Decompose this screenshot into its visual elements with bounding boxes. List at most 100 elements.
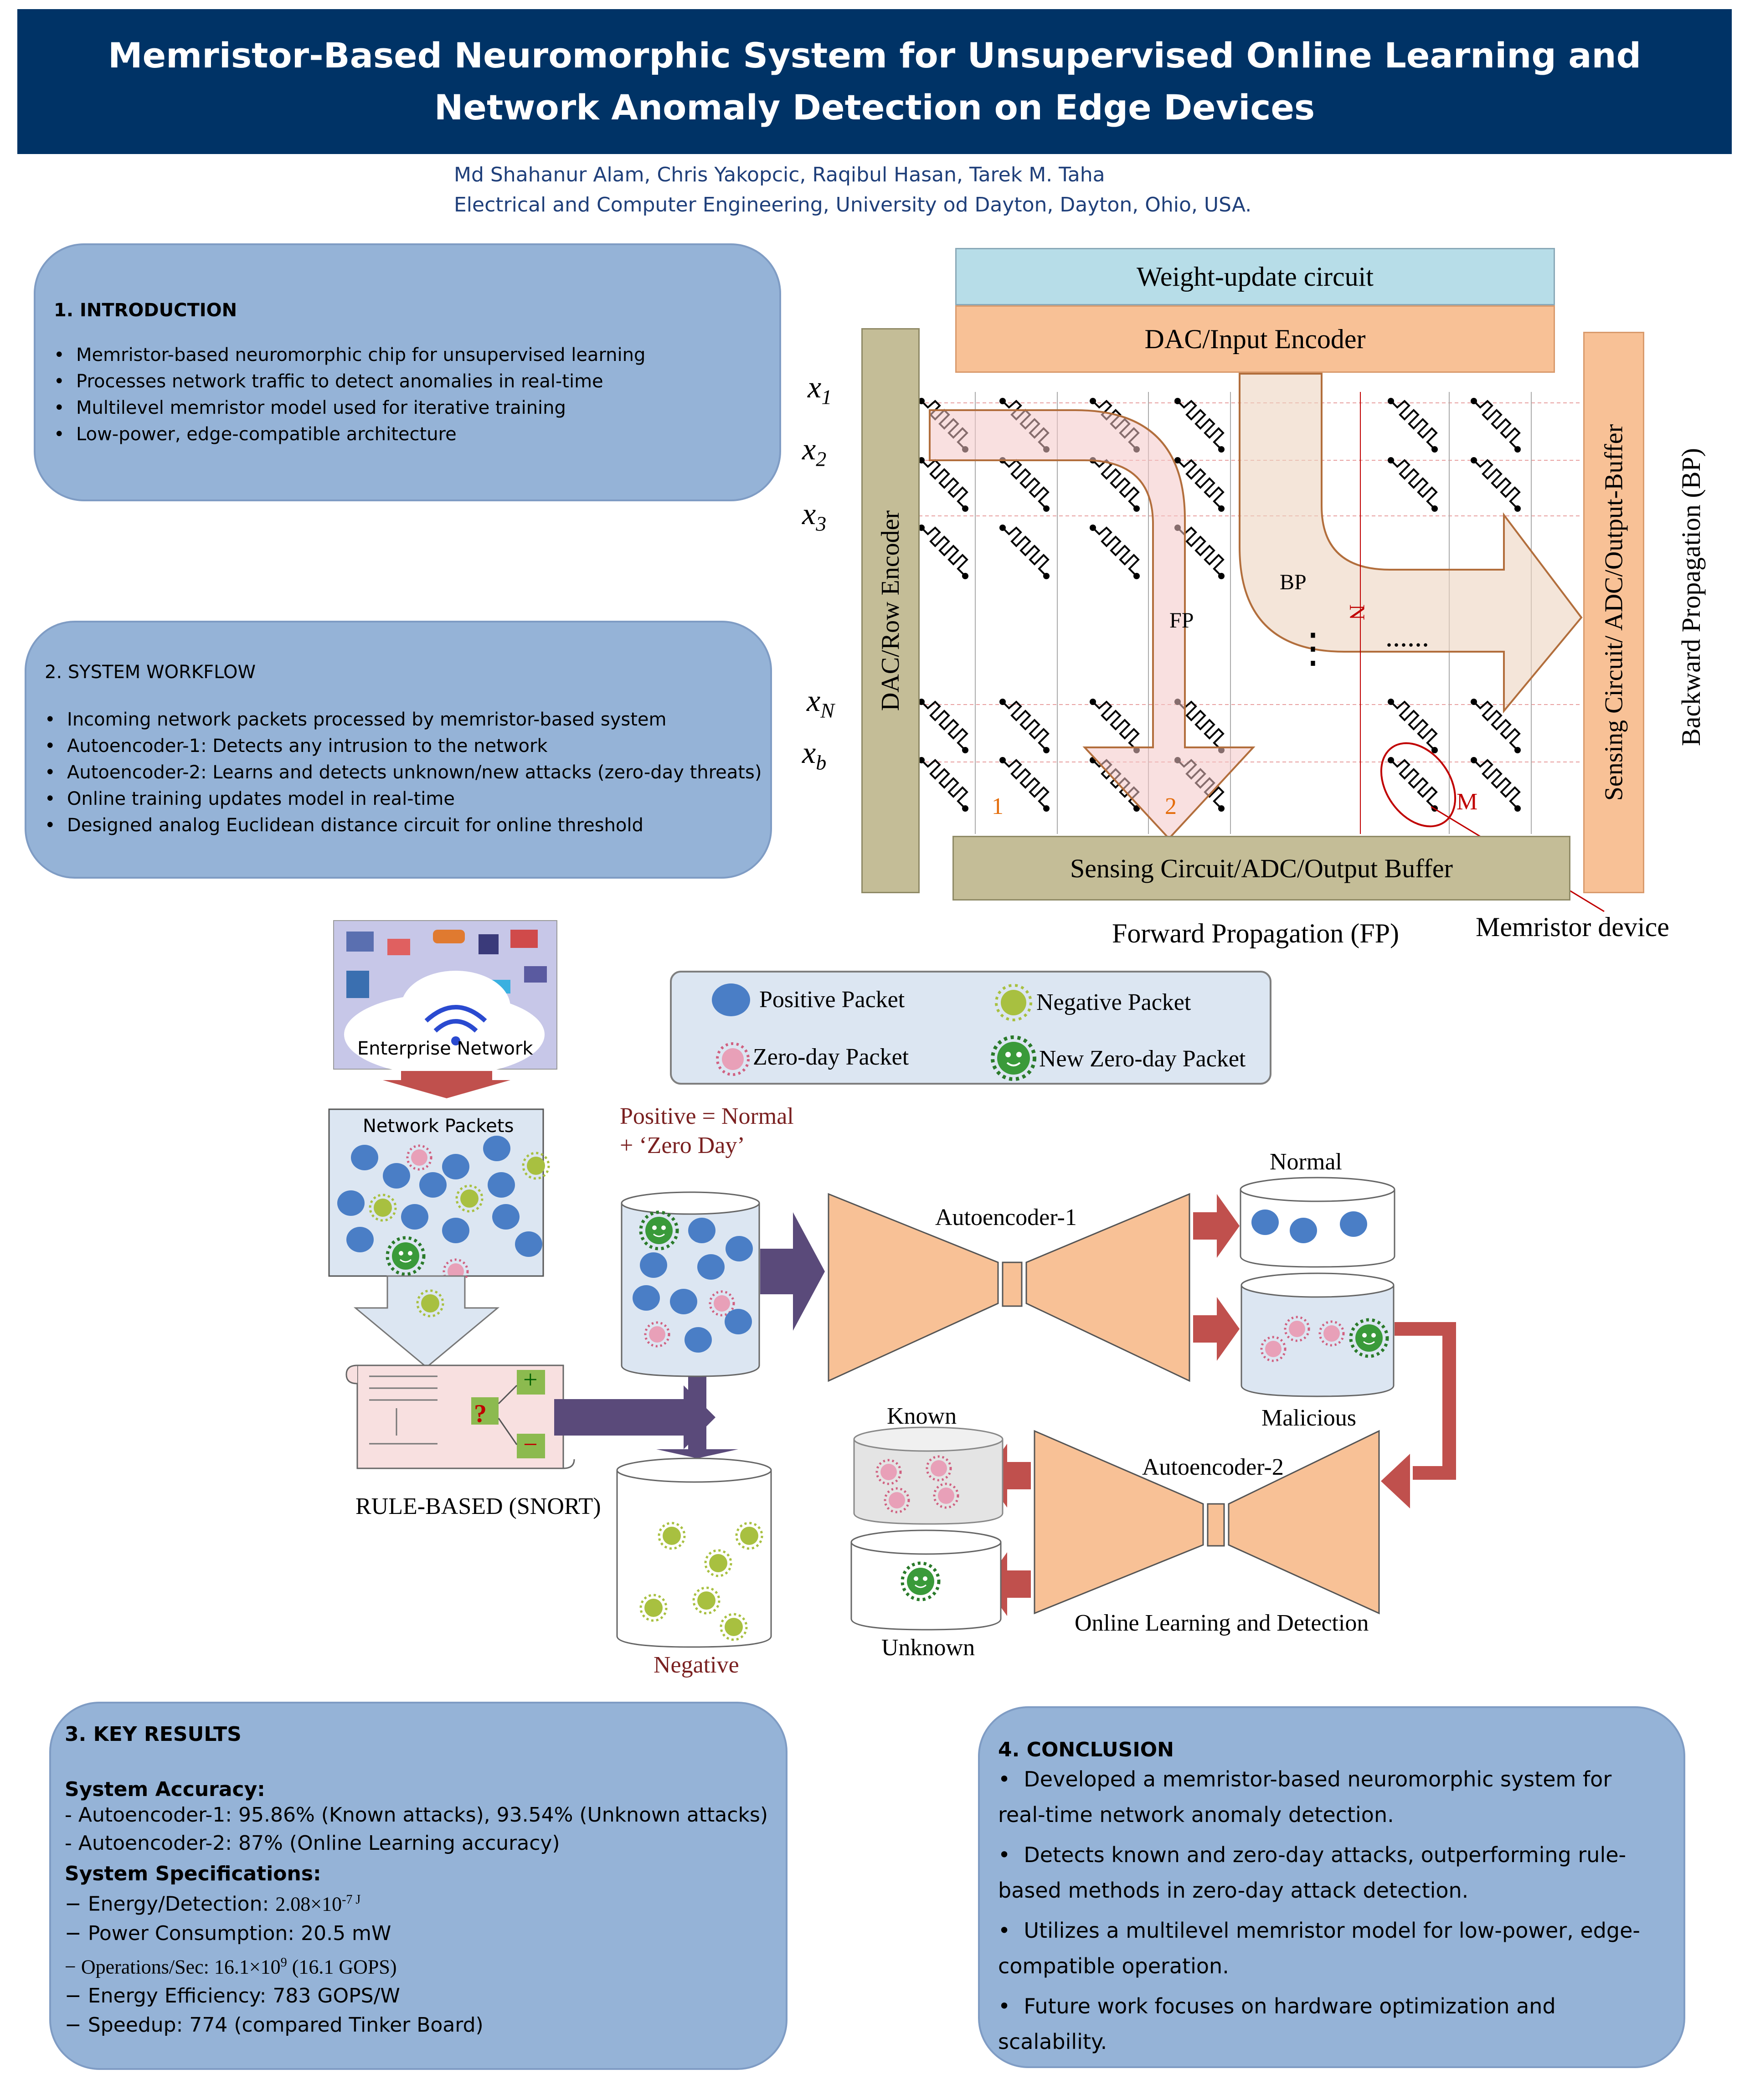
network-packets-label: Network Packets	[363, 1116, 514, 1137]
purple-arrow-down	[656, 1395, 738, 1458]
weight-update-box: Weight-update circuit	[955, 248, 1555, 305]
spec-speedup: − Speedup: 774 (compared Tinker Board)	[65, 2013, 484, 2037]
input-xb: xb	[802, 735, 827, 774]
red-bent-arrow	[1395, 1322, 1456, 1480]
normal-label: Normal	[1270, 1149, 1342, 1175]
list-item: Autoencoder-2: Learns and detects unknow…	[45, 759, 770, 786]
online-learning-label: Online Learning and Detection	[1075, 1610, 1369, 1636]
enterprise-network-image	[333, 920, 557, 1076]
bp-arrow	[1239, 373, 1583, 714]
fp-axis-label: Forward Propagation (FP)	[1112, 918, 1399, 948]
list-item: Developed a memristor-based neuromorphic…	[998, 1761, 1665, 1832]
legend-new-zero-day: New Zero-day Packet	[1039, 1046, 1246, 1072]
list-item: Incoming network packets processed by me…	[45, 706, 770, 733]
legend-positive: Positive Packet	[759, 987, 905, 1013]
enterprise-network-label: Enterprise Network	[357, 1038, 533, 1059]
conclusion-list: Developed a memristor-based neuromorphic…	[998, 1761, 1665, 2059]
conclusion-panel: 4. CONCLUSION Developed a memristor-base…	[978, 1706, 1685, 2068]
input-xn: xN	[807, 683, 834, 722]
new-zero-day-packet-icon	[991, 1035, 1036, 1081]
column-2-label: 2	[1165, 793, 1177, 819]
known-cylinder	[853, 1426, 1004, 1525]
vertical-ellipsis: ⋮	[1292, 626, 1333, 671]
list-item: Low-power, edge-compatible architecture	[54, 421, 779, 448]
known-label: Known	[887, 1403, 957, 1429]
introduction-panel: 1. INTRODUCTION Memristor-based neuromor…	[34, 243, 781, 501]
normal-cylinder	[1240, 1177, 1395, 1268]
sensing-circuit-right: Sensing Circuit/ ADC/Output-Buffer	[1583, 332, 1644, 893]
autoencoder-2-label: Autoencoder-2	[1142, 1454, 1284, 1480]
list-item: Designed analog Euclidean distance circu…	[45, 812, 770, 839]
list-item: Detects known and zero-day attacks, outp…	[998, 1837, 1665, 1908]
memristor-highlight	[1380, 742, 1457, 828]
negative-packet-icon	[995, 984, 1032, 1021]
specs-heading: System Specifications:	[65, 1862, 321, 1885]
zero-day-packet-icon	[716, 1042, 750, 1076]
list-item: Memristor-based neuromorphic chip for un…	[54, 342, 779, 368]
title-banner: Memristor-Based Neuromorphic System for …	[17, 9, 1732, 154]
bp-label: BP	[1280, 570, 1307, 594]
dac-row-encoder: DAC/Row Encoder	[861, 328, 920, 893]
list-item: Autoencoder-1: Detects any intrusion to …	[45, 733, 770, 759]
legend-negative: Negative Packet	[1036, 989, 1191, 1015]
introduction-heading: 1. INTRODUCTION	[54, 300, 237, 321]
list-item: Online training updates model in real-ti…	[45, 786, 770, 812]
input-x2: x2	[802, 432, 827, 471]
workflow-panel: 2. SYSTEM WORKFLOW Incoming network pack…	[25, 621, 772, 879]
results-panel: 3. KEY RESULTS System Accuracy: - Autoen…	[49, 1702, 788, 2070]
flow-diagram	[328, 920, 1456, 1648]
snort-rule-icon	[345, 1364, 575, 1469]
positive-packet-icon	[712, 983, 750, 1016]
conclusion-heading: 4. CONCLUSION	[998, 1738, 1174, 1761]
introduction-list: Memristor-based neuromorphic chip for un…	[54, 342, 779, 448]
column-1-label: 1	[992, 793, 1004, 819]
unknown-cylinder	[850, 1529, 1002, 1631]
autoencoder-2	[1034, 1430, 1380, 1615]
negative-cylinder	[616, 1457, 772, 1648]
fp-label: FP	[1169, 608, 1194, 633]
results-heading: 3. KEY RESULTS	[65, 1723, 242, 1746]
packet-legend: Positive Packet Negative Packet Zero-day…	[670, 971, 1271, 1085]
negative-label: Negative	[654, 1652, 739, 1678]
authors: Md Shahanur Alam, Chris Yakopcic, Raqibu…	[454, 163, 1105, 186]
workflow-list: Incoming network packets processed by me…	[45, 706, 770, 839]
spec-ops: − Operations/Sec: 16.1×109 (16.1 GOPS)	[65, 1955, 397, 1978]
list-item: Utilizes a multilevel memristor model fo…	[998, 1913, 1665, 1984]
unknown-label: Unknown	[881, 1635, 975, 1661]
rule-based-label: RULE-BASED (SNORT)	[355, 1493, 601, 1519]
positive-description: Positive = Normal + ‘Zero Day’	[620, 1103, 794, 1158]
accuracy-autoencoder-2: - Autoencoder-2: 87% (Online Learning ac…	[65, 1832, 560, 1855]
sensing-circuit-bottom: Sensing Circuit/ADC/Output Buffer	[952, 836, 1570, 901]
accuracy-autoencoder-1: - Autoencoder-1: 95.86% (Known attacks),…	[65, 1803, 768, 1827]
snort-question-mark: ?	[474, 1400, 487, 1428]
dac-input-encoder: DAC/Input Encoder	[955, 305, 1555, 373]
crossbar-diagram: Weight-update circuit DAC/Input Encoder …	[0, 0, 1750, 966]
poster-title: Memristor-Based Neuromorphic System for …	[108, 35, 1642, 128]
affiliation: Electrical and Computer Engineering, Uni…	[454, 193, 1252, 216]
spec-energy: − Energy/Detection: 2.08×10-7 J	[65, 1892, 361, 1916]
malicious-cylinder	[1240, 1272, 1395, 1397]
accuracy-heading: System Accuracy:	[65, 1778, 265, 1801]
memristor-device-label: Memristor device	[1476, 912, 1669, 942]
fp-arrow	[929, 409, 1256, 840]
input-x3: x3	[802, 496, 827, 535]
list-item: Multilevel memristor model used for iter…	[54, 395, 779, 421]
legend-zero-day: Zero-day Packet	[753, 1044, 909, 1070]
purple-arrow-right	[554, 1385, 715, 1449]
positive-cylinder	[621, 1191, 760, 1377]
spec-efficiency: − Energy Efficiency: 783 GOPS/W	[65, 1984, 400, 2008]
autoencoder-1	[828, 1193, 1190, 1382]
snort-plus: +	[523, 1366, 538, 1394]
list-item: Future work focuses on hardware optimiza…	[998, 1988, 1665, 2059]
red-arrow-normal	[1193, 1194, 1240, 1258]
crossbar-grid	[917, 373, 1605, 912]
snort-minus: −	[523, 1431, 538, 1459]
autoencoder-1-label: Autoencoder-1	[935, 1204, 1077, 1230]
horizontal-ellipsis: ......	[1385, 620, 1429, 653]
workflow-heading: 2. SYSTEM WORKFLOW	[45, 662, 256, 683]
list-item: Processes network traffic to detect anom…	[54, 368, 779, 395]
malicious-label: Malicious	[1261, 1405, 1356, 1431]
spec-power: − Power Consumption: 20.5 mW	[65, 1921, 391, 1945]
white-arrow-down	[353, 1275, 500, 1368]
input-x1: x1	[808, 370, 832, 409]
